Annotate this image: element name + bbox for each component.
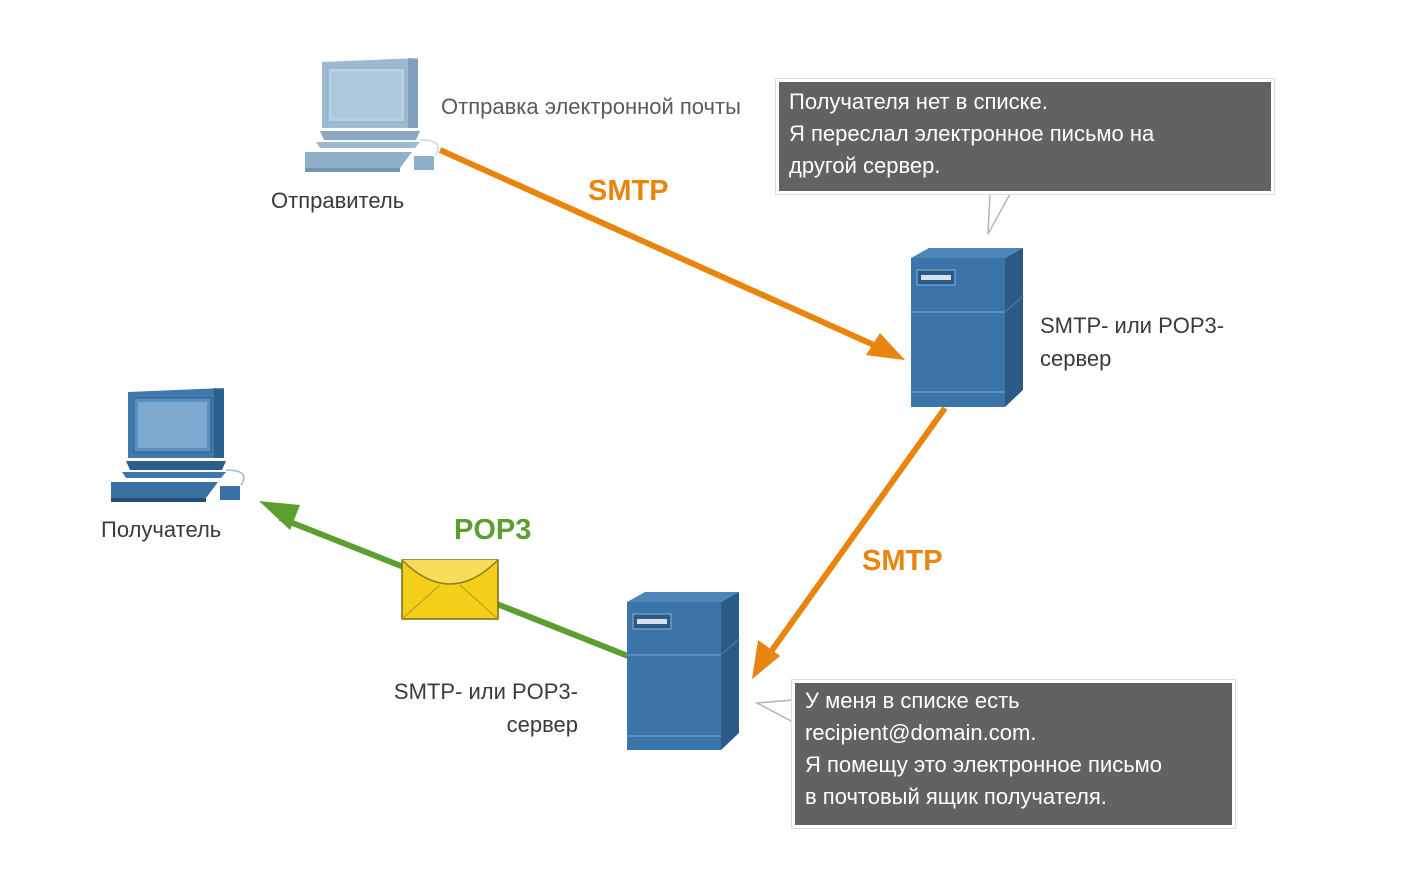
server-2-label-line: сервер — [506, 712, 578, 737]
server-1-icon — [911, 248, 1024, 407]
recipient-computer-icon — [111, 388, 245, 502]
sender-action-label: Отправка электронной почты — [441, 94, 741, 119]
pop3-protocol-label: POP3 — [454, 514, 532, 546]
sender-computer-icon — [305, 58, 439, 172]
server-2-callout: У меня в списке есть recipient@domain.co… — [795, 683, 1232, 825]
callout-2-tail — [754, 699, 794, 724]
smtp-arrow-sender-to-server — [438, 147, 905, 360]
smtp-arrow-server-to-server — [752, 406, 948, 679]
callout-line: Получателя нет в списке. — [789, 89, 1048, 114]
callout-line: другой сервер. — [789, 153, 941, 178]
recipient-label: Получатель — [101, 517, 222, 542]
callout-line: recipient@domain.com. — [805, 720, 1037, 745]
sender-label: Отправитель — [271, 188, 405, 213]
server-1-callout: Получателя нет в списке. Я переслал элек… — [779, 82, 1271, 191]
callout-1-tail — [987, 193, 1012, 235]
server-2-label: SMTP- или POP3- сервер — [360, 675, 578, 741]
smtp-protocol-label: SMTP — [588, 175, 669, 207]
server-1-label-line: сервер — [1040, 346, 1112, 371]
callout-line: Я переслал электронное письмо на — [789, 121, 1155, 146]
server-2-icon — [627, 592, 740, 750]
server-2-label-line: SMTP- или POP3- — [393, 679, 578, 704]
envelope-icon — [401, 559, 499, 620]
smtp-protocol-label: SMTP — [862, 545, 943, 577]
server-1-label-line: SMTP- или POP3- — [1040, 313, 1225, 338]
callout-line: Я помещу это электронное письмо — [805, 752, 1163, 777]
callout-line: У меня в списке есть — [805, 688, 1020, 713]
callout-line: в почтовый ящик получателя. — [805, 784, 1107, 809]
server-1-label: SMTP- или POP3- сервер — [1040, 309, 1224, 375]
